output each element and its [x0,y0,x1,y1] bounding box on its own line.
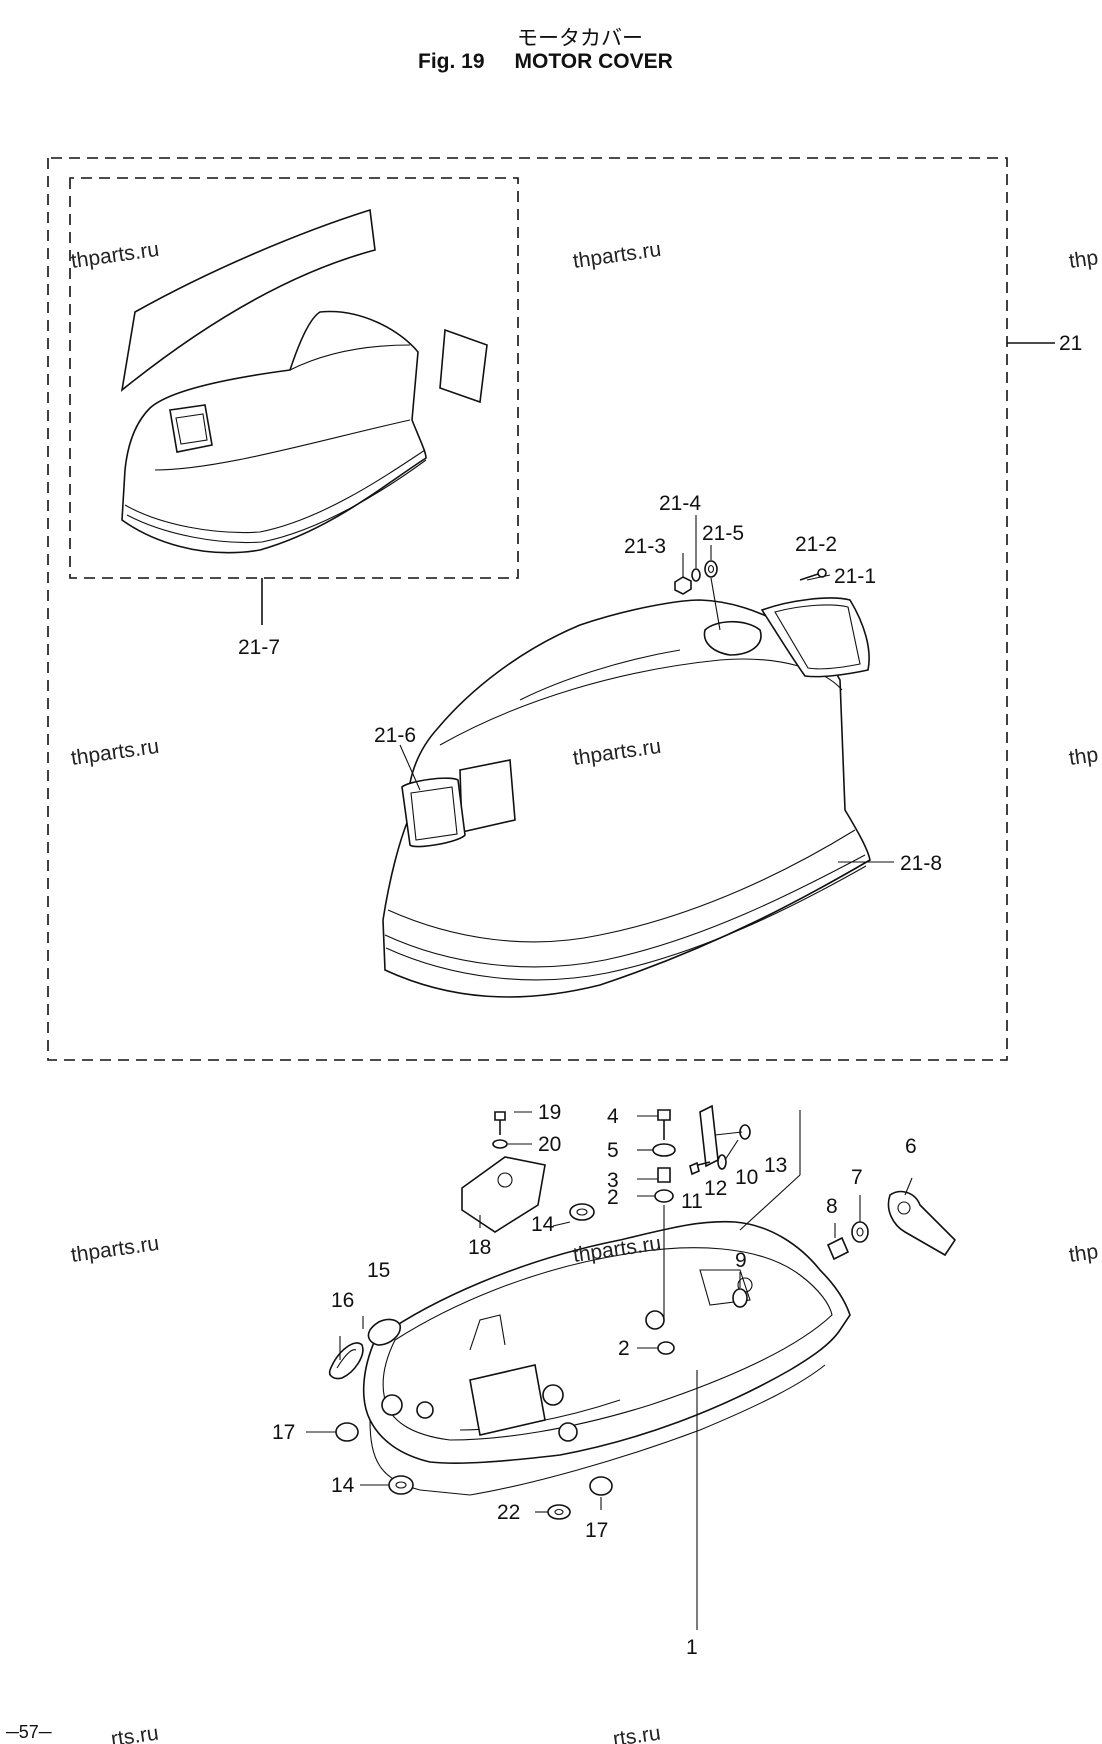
figure-name: MOTOR COVER [514,50,673,73]
watermark-partial: thp [1067,246,1099,273]
figure-number: Fig. 19 [418,50,485,73]
washer-5 [652,1143,676,1157]
grommet-14-upper [569,1203,595,1221]
callout-2-lower: 2 [618,1337,630,1360]
lever-10 [699,1104,719,1168]
callout-10: 10 [735,1166,758,1189]
bracket-18 [461,1156,546,1233]
figure-title: Fig. 19 MOTOR COVER [418,50,673,74]
callout-17-left: 17 [272,1421,295,1444]
callout-3: 3 [607,1169,619,1192]
callout-21-5: 21-5 [702,522,744,545]
callout-6: 6 [905,1135,917,1158]
washer-12 [717,1154,727,1170]
part-9 [732,1288,748,1308]
callout-14-upper: 14 [531,1213,555,1236]
callout-21-3: 21-3 [624,535,666,558]
watermark-partial: rts.ru [611,1722,662,1744]
plug-17-right [589,1476,613,1496]
callout-9: 9 [735,1249,747,1272]
grommet-14-lower [388,1475,414,1495]
bolt-19 [494,1111,506,1135]
collar-8 [826,1236,850,1261]
callout-15: 15 [367,1259,390,1282]
callout-21-1: 21-1 [834,565,876,588]
callout-1: 1 [686,1636,698,1659]
callout-21-4: 21-4 [659,492,701,515]
page-number: ─57─ [6,1722,52,1742]
callout-21-7: 21-7 [238,636,280,659]
callout-7: 7 [851,1166,863,1189]
callout-21-2: 21-2 [795,533,837,556]
watermark: thparts.ru [69,238,160,273]
callout-21-6: 21-6 [374,724,416,747]
leader-lines [306,574,913,1630]
watermark-partial: thp [1067,1240,1099,1267]
top-cover-small [120,208,488,554]
callout-16: 16 [331,1289,354,1312]
assembly-21-box [47,157,1055,1061]
watermark: thparts.ru [69,1232,160,1267]
callout-18: 18 [468,1236,491,1259]
callout-labels: 21 21-1 21-2 21-3 21-4 21-5 21-6 21-7 21… [238,332,1082,1659]
callout-8: 8 [826,1195,838,1218]
spring-7 [851,1221,869,1243]
watermark: thparts.ru [69,735,160,770]
assembly-21-7-box [69,177,519,625]
bottom-cover [362,1220,851,1496]
lock-handle-6 [887,1190,957,1257]
watermark: thparts.ru [571,238,662,273]
callout-4: 4 [607,1105,619,1128]
grommet-2-lower [657,1341,675,1355]
callout-21-8: 21-8 [900,852,942,875]
collar-3 [657,1167,671,1183]
callout-2-upper: 2 [607,1186,619,1209]
callout-11: 11 [681,1190,703,1213]
callout-19: 19 [538,1101,561,1124]
top-cover-large [382,599,871,998]
figure-title-japanese: モータカバー [517,26,643,50]
callout-5: 5 [607,1139,619,1162]
seal-15 [367,1318,401,1346]
callout-12: 12 [704,1177,727,1200]
watermark-partial: rts.ru [109,1722,160,1744]
plug-17-left [335,1422,359,1442]
callout-14-lower: 14 [331,1474,355,1497]
callout-22: 22 [497,1501,520,1524]
screw-11 [689,1161,711,1176]
callout-13: 13 [764,1154,787,1177]
leader-lines-upper-right [714,1110,801,1231]
callout-17-right: 17 [585,1519,608,1542]
grommet-22 [547,1504,571,1520]
washer-20 [492,1139,508,1149]
bolt-4 [657,1109,671,1140]
watermark-partial: thp [1067,743,1099,770]
rear-grille [760,597,870,678]
callout-20: 20 [538,1133,561,1156]
callout-21: 21 [1059,332,1082,355]
seal-16 [328,1342,364,1380]
small-parts-21-3-21-5 [674,515,721,631]
